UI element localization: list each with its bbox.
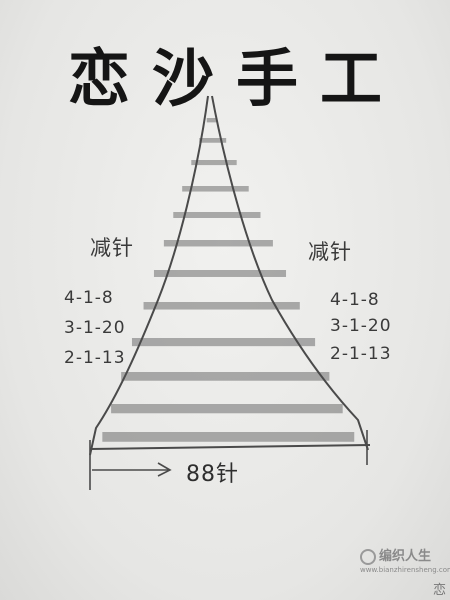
watermark: 编织人生 www.bianzhirensheng.com	[360, 545, 450, 574]
shade-stripe	[163, 240, 273, 247]
left-decrease-row: 2-1-13	[64, 348, 126, 368]
dimension-arrowhead	[157, 462, 172, 477]
left-decrease-row: 3-1-20	[64, 318, 126, 338]
shade-stripe	[102, 432, 355, 442]
watermark-logo-text: 编织人生	[379, 549, 432, 564]
watermark-logo: 编织人生	[360, 545, 448, 565]
shade-stripe	[121, 372, 330, 381]
triangle-base	[89, 444, 371, 450]
triangle-left-edge	[89, 95, 209, 456]
right-decrease-row: 2-1-13	[330, 344, 392, 364]
watermark-url: www.bianzhirensheng.com	[360, 565, 450, 574]
right-decrease-label: 减针	[308, 240, 352, 264]
page-title: 恋沙手工	[67, 42, 404, 115]
left-decrease-label: 减针	[90, 236, 134, 260]
shade-stripe	[111, 404, 343, 414]
spiral-logo-icon	[360, 548, 376, 565]
corner-stamp: 恋	[432, 583, 446, 598]
shade-stripe	[199, 138, 227, 143]
left-decrease-row: 4-1-8	[64, 288, 114, 308]
shade-stripe	[173, 212, 261, 218]
base-width-label: 88针	[186, 462, 239, 487]
right-decrease-row: 4-1-8	[330, 290, 380, 310]
shade-stripe	[206, 118, 217, 123]
shade-stripe	[153, 270, 287, 277]
shaded-stripes	[102, 118, 355, 442]
shade-stripe	[131, 338, 316, 347]
right-decrease-row: 3-1-20	[330, 316, 392, 336]
shade-stripe	[182, 186, 249, 192]
shade-stripe	[191, 160, 237, 166]
triangle-right-edge	[211, 95, 369, 451]
shade-stripe	[143, 302, 300, 310]
